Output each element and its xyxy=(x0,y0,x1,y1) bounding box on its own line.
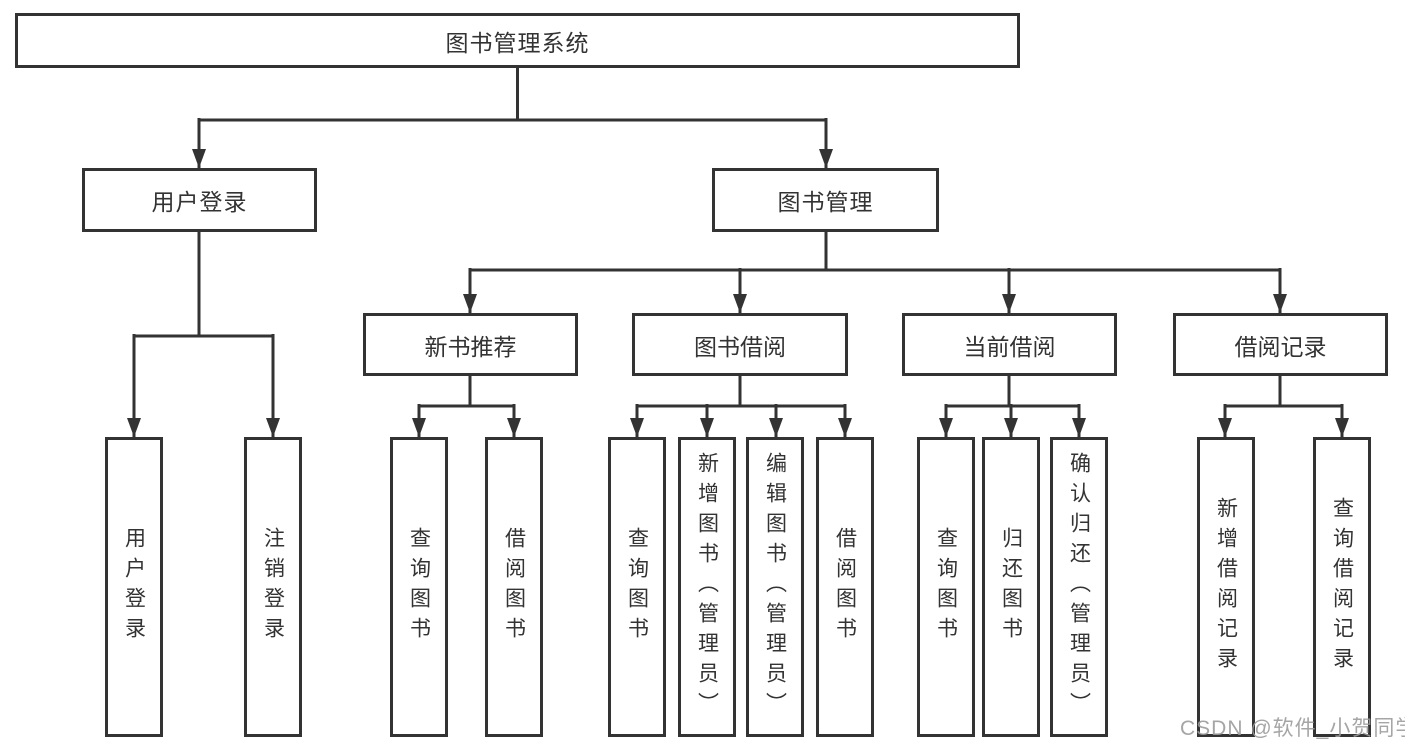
leaf-query-borrow-record: 查询借阅记录 xyxy=(1313,437,1371,737)
leaf-query-books-recommend: 查询图书 xyxy=(390,437,448,737)
leaf-add-book-admin: 新增图书（管理员） xyxy=(678,437,736,737)
leaf-query-books-borrow: 查询图书 xyxy=(608,437,666,737)
leaf-add-borrow-record: 新增借阅记录 xyxy=(1197,437,1255,737)
node-book-borrow: 图书借阅 xyxy=(632,313,848,376)
leaf-logout: 注销登录 xyxy=(244,437,302,737)
node-root-system: 图书管理系统 xyxy=(15,13,1020,68)
leaf-edit-book-admin: 编辑图书（管理员） xyxy=(746,437,804,737)
node-current-borrow: 当前借阅 xyxy=(902,313,1117,376)
leaf-return-book: 归还图书 xyxy=(982,437,1040,737)
leaf-borrow-books-recommend: 借阅图书 xyxy=(485,437,543,737)
node-user-login: 用户登录 xyxy=(82,168,317,232)
leaf-query-books-current: 查询图书 xyxy=(917,437,975,737)
leaf-confirm-return-admin: 确认归还（管理员） xyxy=(1050,437,1108,737)
leaf-borrow-books: 借阅图书 xyxy=(816,437,874,737)
leaf-user-login: 用户登录 xyxy=(105,437,163,737)
csdn-watermark: CSDN @软件_小贺同学 xyxy=(1180,717,1405,740)
node-borrow-records: 借阅记录 xyxy=(1173,313,1388,376)
node-new-book-recommend: 新书推荐 xyxy=(363,313,578,376)
node-book-management: 图书管理 xyxy=(712,168,939,232)
